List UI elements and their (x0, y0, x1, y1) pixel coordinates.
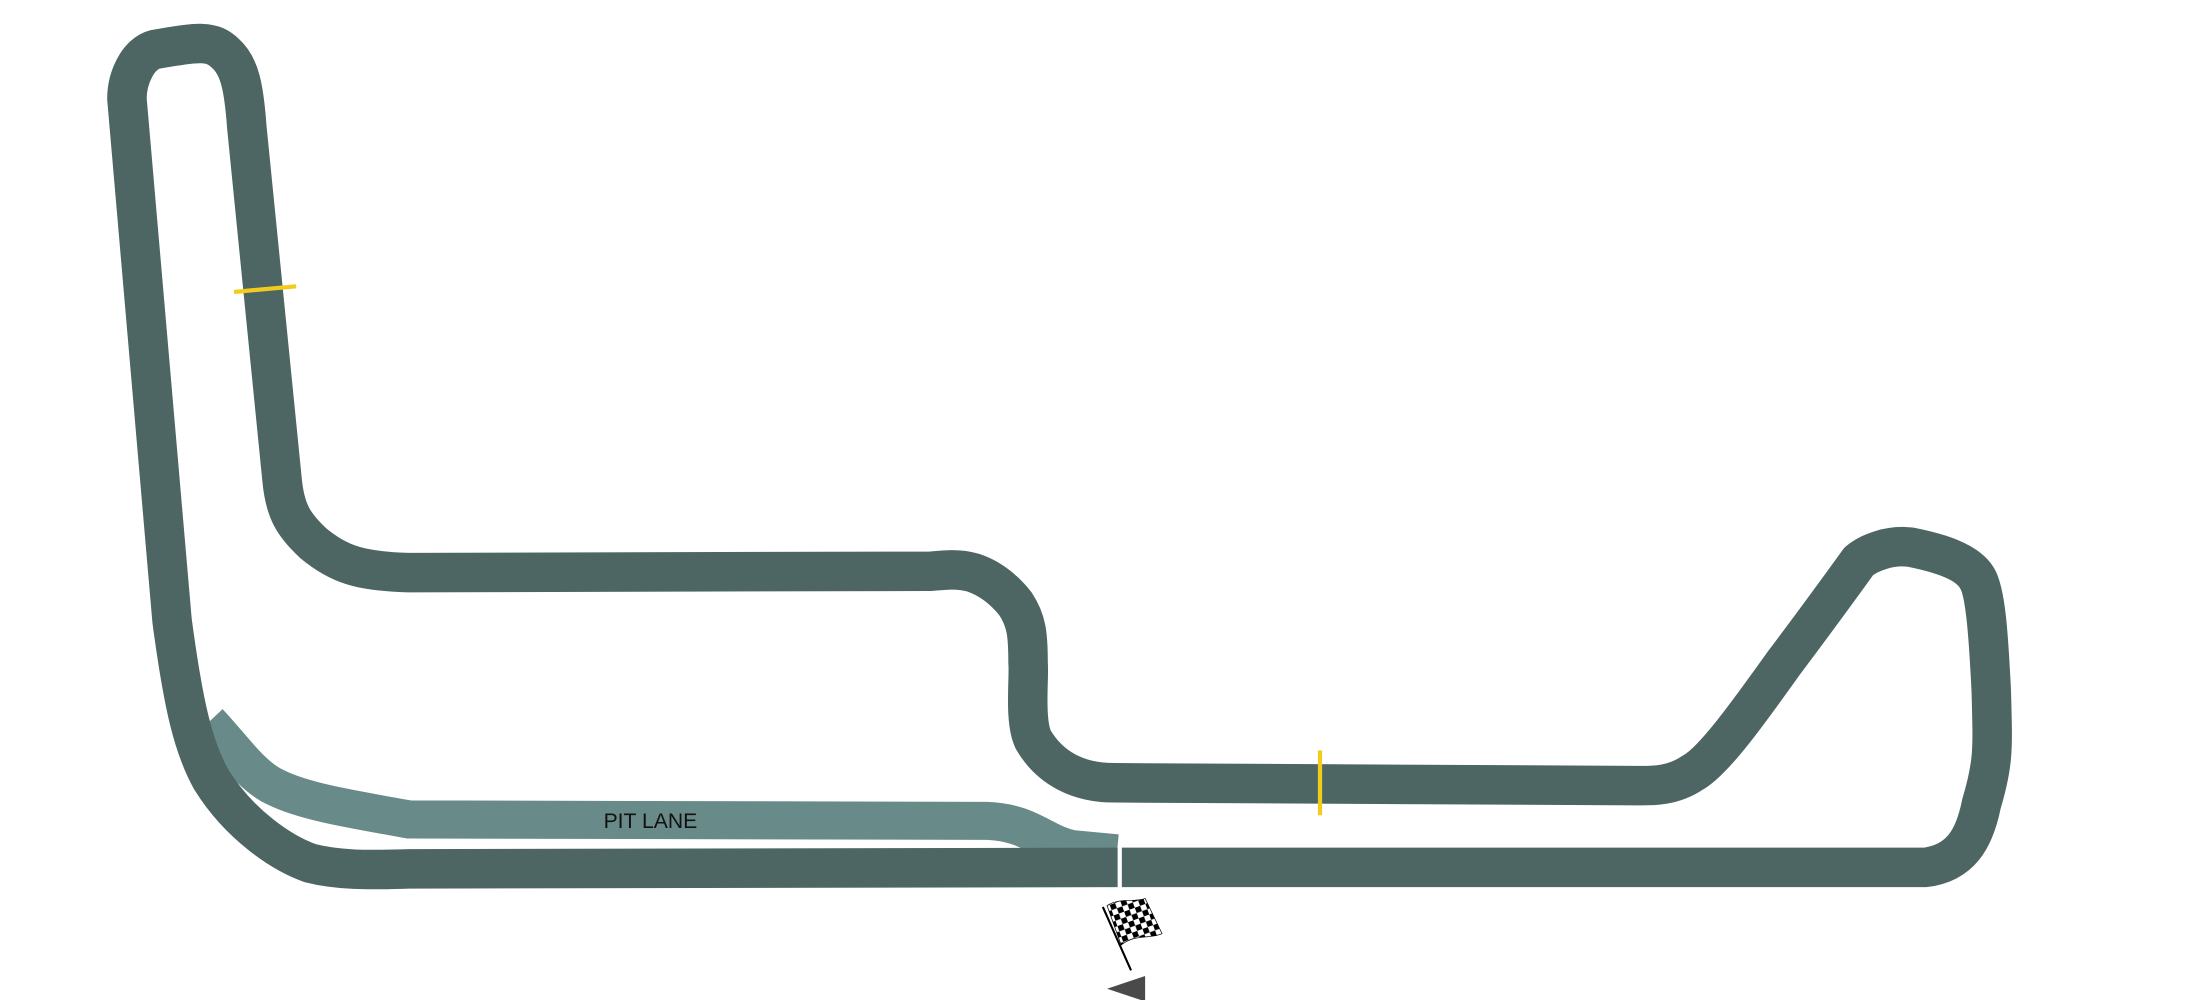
race-track (107, 23, 2012, 890)
checkered-flag-icon (1101, 897, 1163, 971)
sector-marker-1 (233, 284, 297, 295)
direction-arrow-icon (1107, 976, 1146, 1000)
pit-lane-label: PIT LANE (604, 810, 698, 833)
pit-lane (194, 709, 1119, 873)
